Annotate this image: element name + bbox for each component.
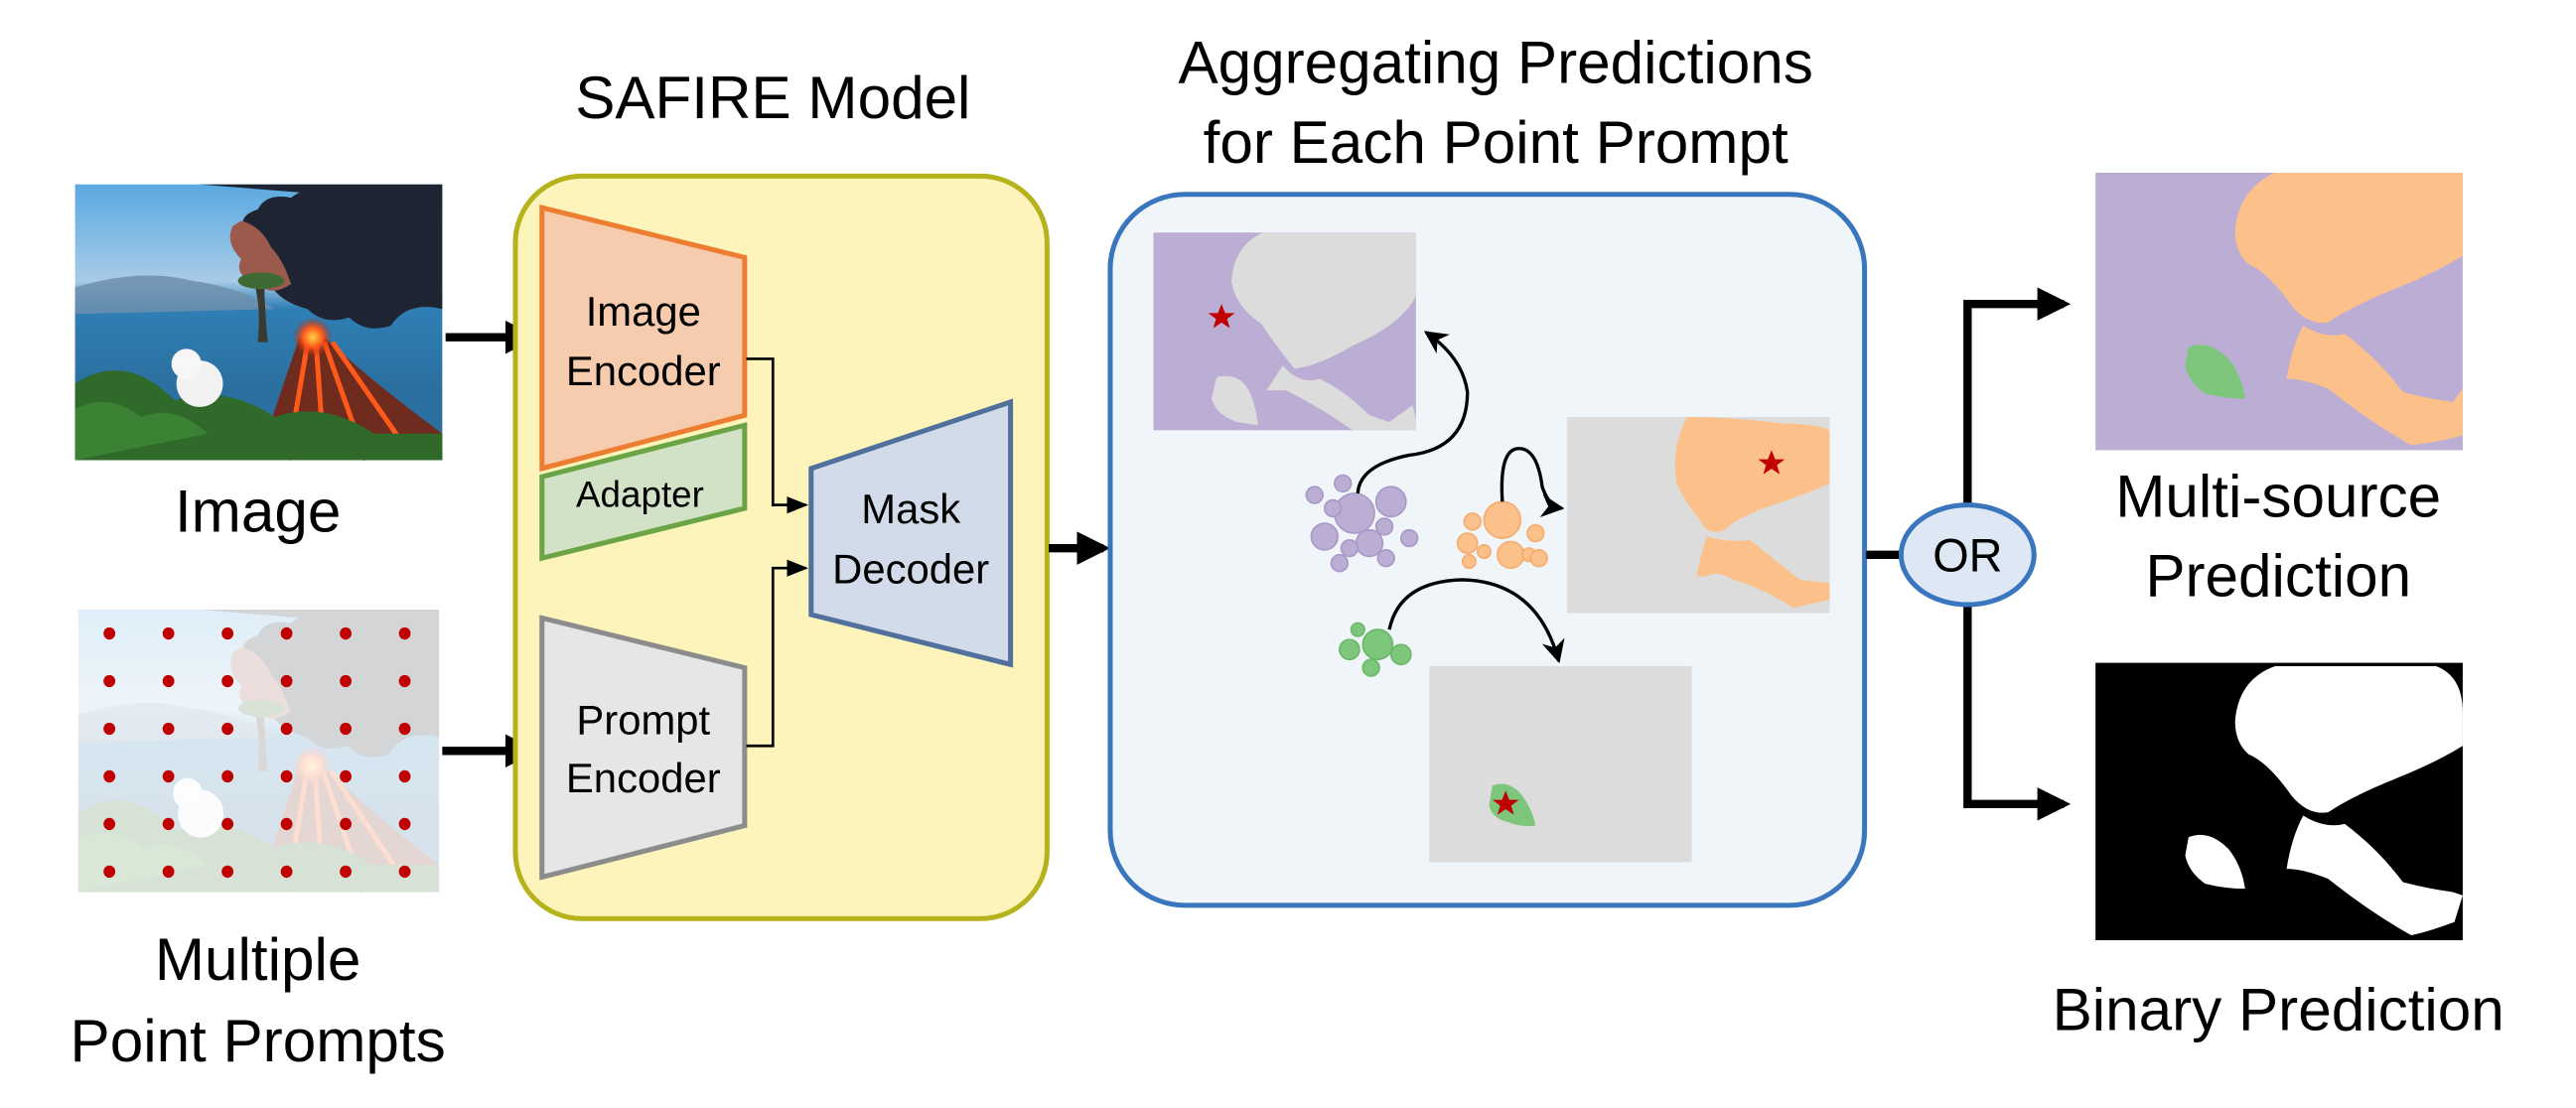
binary-prediction-label: Binary Prediction (2053, 975, 2504, 1042)
point-prompt-dot (103, 817, 116, 831)
point-prompt-dot (340, 674, 352, 688)
image-encoder-to-decoder-connector (746, 357, 808, 514)
point-prompt-dot (221, 674, 234, 688)
point-prompt-dot (340, 722, 352, 736)
point-star-icon (1758, 450, 1786, 475)
orange-point-cluster (1456, 500, 1548, 570)
point-star-icon (1208, 304, 1235, 329)
point-prompt-dot (398, 722, 411, 736)
point-prompt-dot (280, 769, 293, 783)
point-prompt-dot (340, 865, 352, 879)
point-prompt-dot (221, 817, 234, 831)
point-prompt-dot (103, 722, 116, 736)
point-prompt-dot (280, 722, 293, 736)
adapter-label: Adapter (576, 474, 704, 514)
multi-source-prediction-image (2095, 173, 2463, 451)
or-to-binary-arrow (1963, 605, 2072, 821)
point-prompt-dot (398, 626, 411, 640)
point-prompt-dot (280, 865, 293, 879)
point-prompt-dot (340, 817, 352, 831)
orange-volcano-mask (1567, 416, 1830, 614)
point-prompt-dot (103, 674, 116, 688)
point-prompt-dot (221, 626, 234, 640)
image-encoder-block (539, 204, 748, 473)
multi-source-label-line1: Multi-source (2115, 462, 2441, 529)
binary-prediction-image (2095, 662, 2463, 941)
point-prompts-label-line2: Point Prompts (71, 1007, 446, 1074)
green-dog-mask (1429, 665, 1692, 863)
or-operator-node (1898, 502, 2037, 608)
green-cluster-arrow (1387, 578, 1565, 664)
aggregating-title-line2: for Each Point Prompt (1204, 108, 1789, 176)
purple-background-mask (1153, 232, 1416, 431)
point-prompt-dot (103, 769, 116, 783)
point-prompt-dot (340, 626, 352, 640)
point-prompts-image (78, 610, 439, 892)
image-encoder-label-line1: Image (586, 288, 701, 335)
orange-cluster-arrow (1500, 447, 1565, 517)
point-prompt-dot (103, 865, 116, 879)
point-prompt-dot (162, 626, 175, 640)
or-to-multi-source-arrow (1963, 287, 2072, 507)
prompt-encoder-block (539, 615, 748, 881)
point-prompt-dot (340, 769, 352, 783)
multi-source-label-line2: Prediction (2145, 542, 2411, 610)
point-prompt-dot (280, 817, 293, 831)
adapter-block (539, 422, 748, 562)
or-operator-label: OR (1932, 530, 2002, 582)
point-prompt-dot (162, 674, 175, 688)
green-point-cluster (1339, 622, 1412, 677)
mask-decoder-label-line1: Mask (861, 485, 960, 532)
prompt-encoder-label-line1: Prompt (576, 697, 710, 744)
purple-cluster-arrow (1356, 331, 1470, 494)
point-prompts-label-line1: Multiple (155, 925, 361, 993)
point-prompt-dot (398, 865, 411, 879)
input-image-label: Image (175, 477, 341, 544)
mask-decoder-block (808, 398, 1014, 668)
purple-point-cluster (1305, 474, 1419, 573)
point-grid (103, 626, 411, 879)
prompt-encoder-label-line2: Encoder (566, 755, 721, 801)
point-prompt-dot (221, 769, 234, 783)
point-prompt-dot (280, 626, 293, 640)
point-prompt-dot (103, 626, 116, 640)
point-prompt-dot (162, 817, 175, 831)
input-image (75, 185, 443, 461)
point-prompt-dot (398, 817, 411, 831)
point-prompt-dot (398, 769, 411, 783)
image-encoder-label-line2: Encoder (566, 347, 721, 394)
point-prompt-dot (221, 865, 234, 879)
point-star-icon (1492, 790, 1519, 815)
mask-decoder-label-line2: Decoder (832, 545, 989, 592)
point-prompt-dot (162, 769, 175, 783)
prompt-encoder-to-decoder-connector (746, 559, 808, 748)
point-prompt-dot (162, 865, 175, 879)
point-prompt-dot (162, 722, 175, 736)
point-prompt-dot (221, 722, 234, 736)
safire-model-title: SAFIRE Model (575, 64, 970, 131)
point-prompt-dot (398, 674, 411, 688)
aggregating-title-line1: Aggregating Predictions (1178, 29, 1812, 96)
point-prompt-dot (280, 674, 293, 688)
